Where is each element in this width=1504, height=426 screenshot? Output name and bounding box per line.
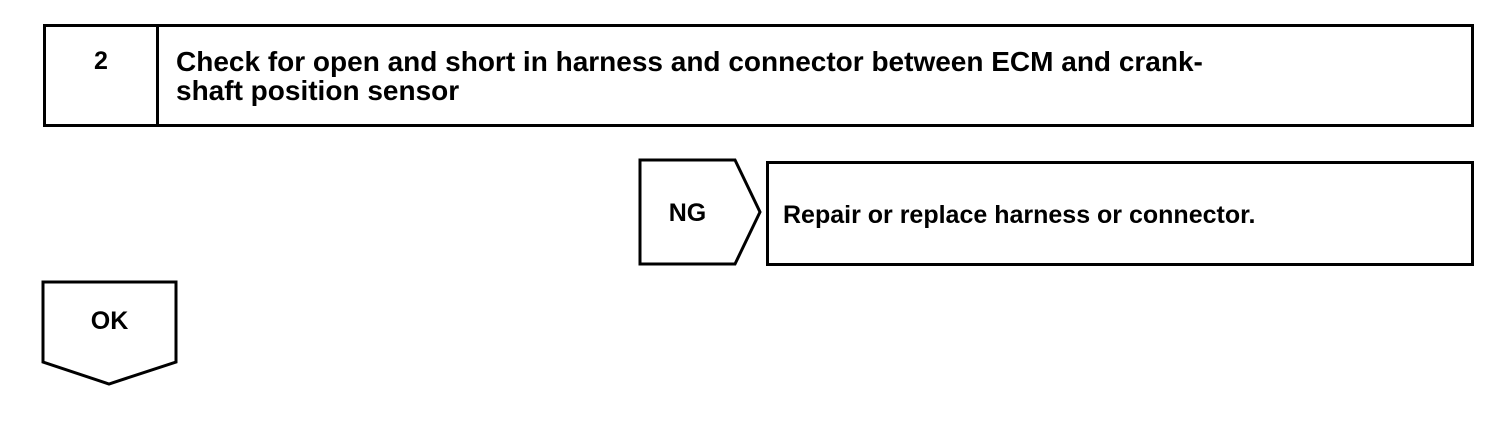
step-box: 2 Check for open and short in harness an… [43, 24, 1474, 127]
ok-arrow-shape [41, 280, 178, 386]
ng-arrow-shape [638, 158, 762, 266]
step-number: 2 [94, 47, 108, 75]
ok-label: OK [90, 307, 129, 335]
ng-result-text: Repair or replace harness or connector. [783, 201, 1256, 229]
ng-label: NG [668, 199, 707, 227]
step-title: Check for open and short in harness and … [176, 46, 1203, 106]
ng-result-box: Repair or replace harness or connector. [766, 161, 1474, 266]
step-number-cell: 2 [46, 27, 159, 124]
